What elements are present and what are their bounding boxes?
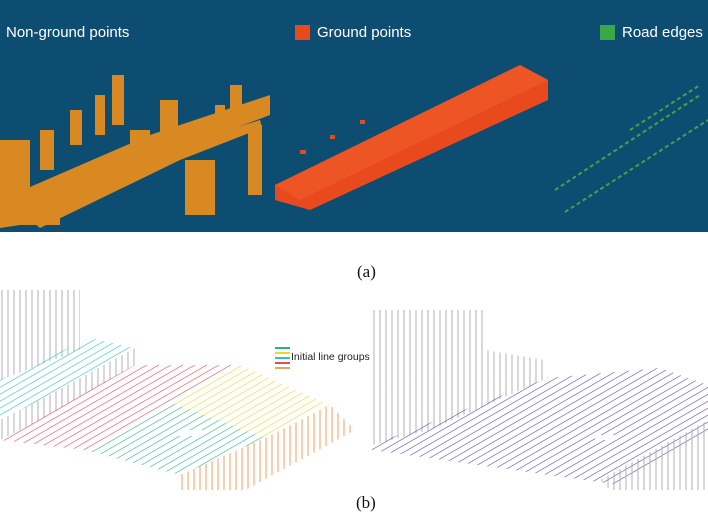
point-cloud-panel: Non-ground points Ground points Road edg… (0, 0, 708, 232)
right-curb-top (372, 350, 545, 425)
green-group (85, 402, 265, 475)
initial-line-groups (0, 290, 355, 490)
cyan-group (0, 338, 135, 420)
legend-non-ground-label: Non-ground points (6, 23, 130, 41)
road-marking (178, 430, 202, 436)
right-wall-lines (372, 310, 485, 390)
legend-ground-swatch (295, 24, 310, 40)
point-cloud-figure (0, 65, 708, 228)
caption-a: (a) (357, 262, 376, 281)
ground-points (275, 65, 548, 210)
red-group (0, 365, 240, 450)
caption-b: (b) (356, 493, 376, 512)
right-edge-lines (600, 420, 708, 490)
road-edge-points (554, 84, 708, 213)
refined-line-groups (372, 310, 708, 490)
line-groups-figure (0, 290, 708, 490)
legend-ground: Ground points (295, 22, 411, 42)
curb-lines (0, 348, 135, 440)
legend-road-swatch (600, 24, 615, 40)
purple-group (372, 368, 708, 485)
legend-road-edges: Road edges (600, 22, 703, 42)
legend-road-label: Road edges (622, 23, 703, 41)
right-road-marking (595, 435, 617, 440)
yellow-group (170, 365, 330, 438)
non-ground-points (0, 75, 270, 228)
orange-group (180, 405, 355, 490)
legend-ground-label: Ground points (317, 23, 412, 41)
legend-non-ground: Non-ground points (6, 22, 129, 42)
legend-line-groups-label: Initial line groups (291, 351, 370, 363)
legend-line-groups-icon (275, 347, 290, 369)
right-curb-lines (372, 360, 548, 445)
